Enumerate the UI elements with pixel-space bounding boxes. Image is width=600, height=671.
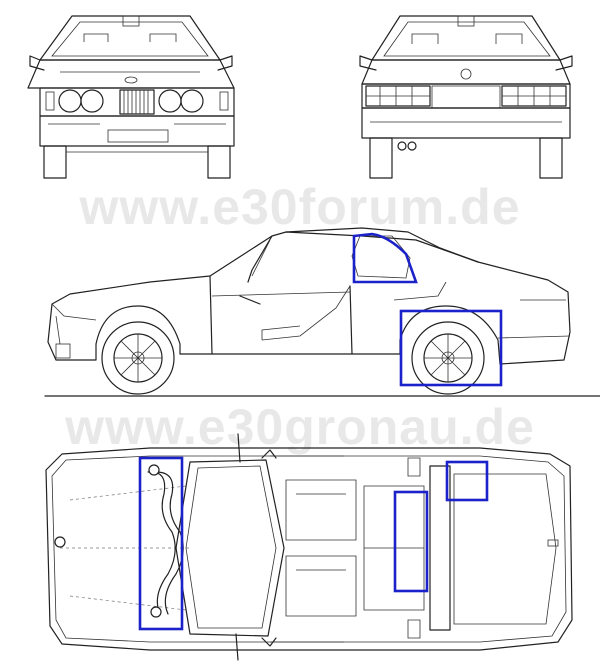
- front-view: [27, 15, 235, 179]
- highlight-rear-deck-corner: [445, 460, 489, 502]
- highlight-front-strut-brace: [138, 456, 184, 631]
- highlights: [138, 232, 503, 631]
- side-view: [44, 227, 600, 397]
- watermark-top: www.e30forum.de: [79, 179, 521, 235]
- highlight-rear-quarter-window: [352, 232, 418, 284]
- watermark-bottom: www.e30gronau.de: [65, 399, 535, 455]
- highlight-rear-seat-center: [393, 490, 429, 593]
- top-view: [45, 433, 573, 661]
- highlight-rear-wheel-arch: [399, 309, 503, 387]
- rear-view: [359, 15, 573, 179]
